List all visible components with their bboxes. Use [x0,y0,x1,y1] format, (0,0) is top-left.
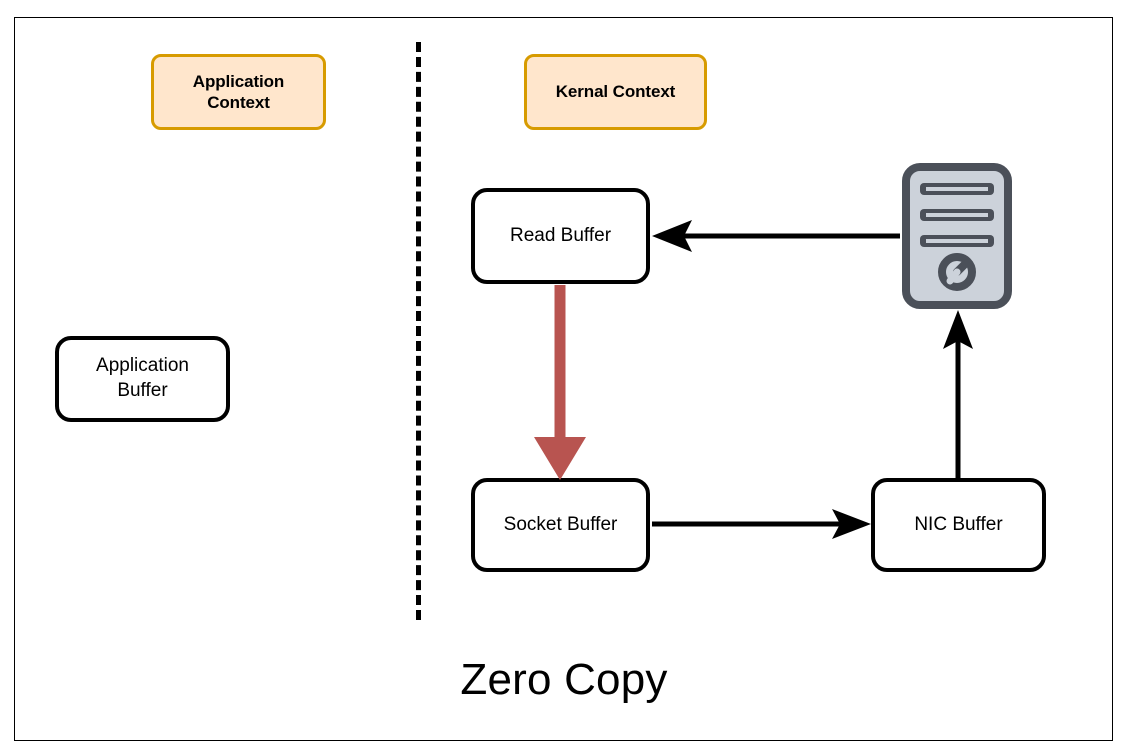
kernel-context-label: Kernal Context [555,82,676,102]
read-buffer-node: Read Buffer [471,188,650,284]
read-buffer-label: Read Buffer [509,224,612,246]
nic-buffer-label: NIC Buffer [914,513,1003,535]
server-icon [902,163,1012,309]
kernel-context-box: Kernal Context [524,54,707,130]
power-button-icon [938,253,976,291]
socket-buffer-label: Socket Buffer [503,513,618,535]
context-divider-dashed-line [416,42,421,620]
server-drive-slot-highlights [926,187,988,243]
socket-buffer-node: Socket Buffer [471,478,650,572]
nic-buffer-node: NIC Buffer [871,478,1046,572]
diagram-title: Zero Copy [460,655,668,704]
